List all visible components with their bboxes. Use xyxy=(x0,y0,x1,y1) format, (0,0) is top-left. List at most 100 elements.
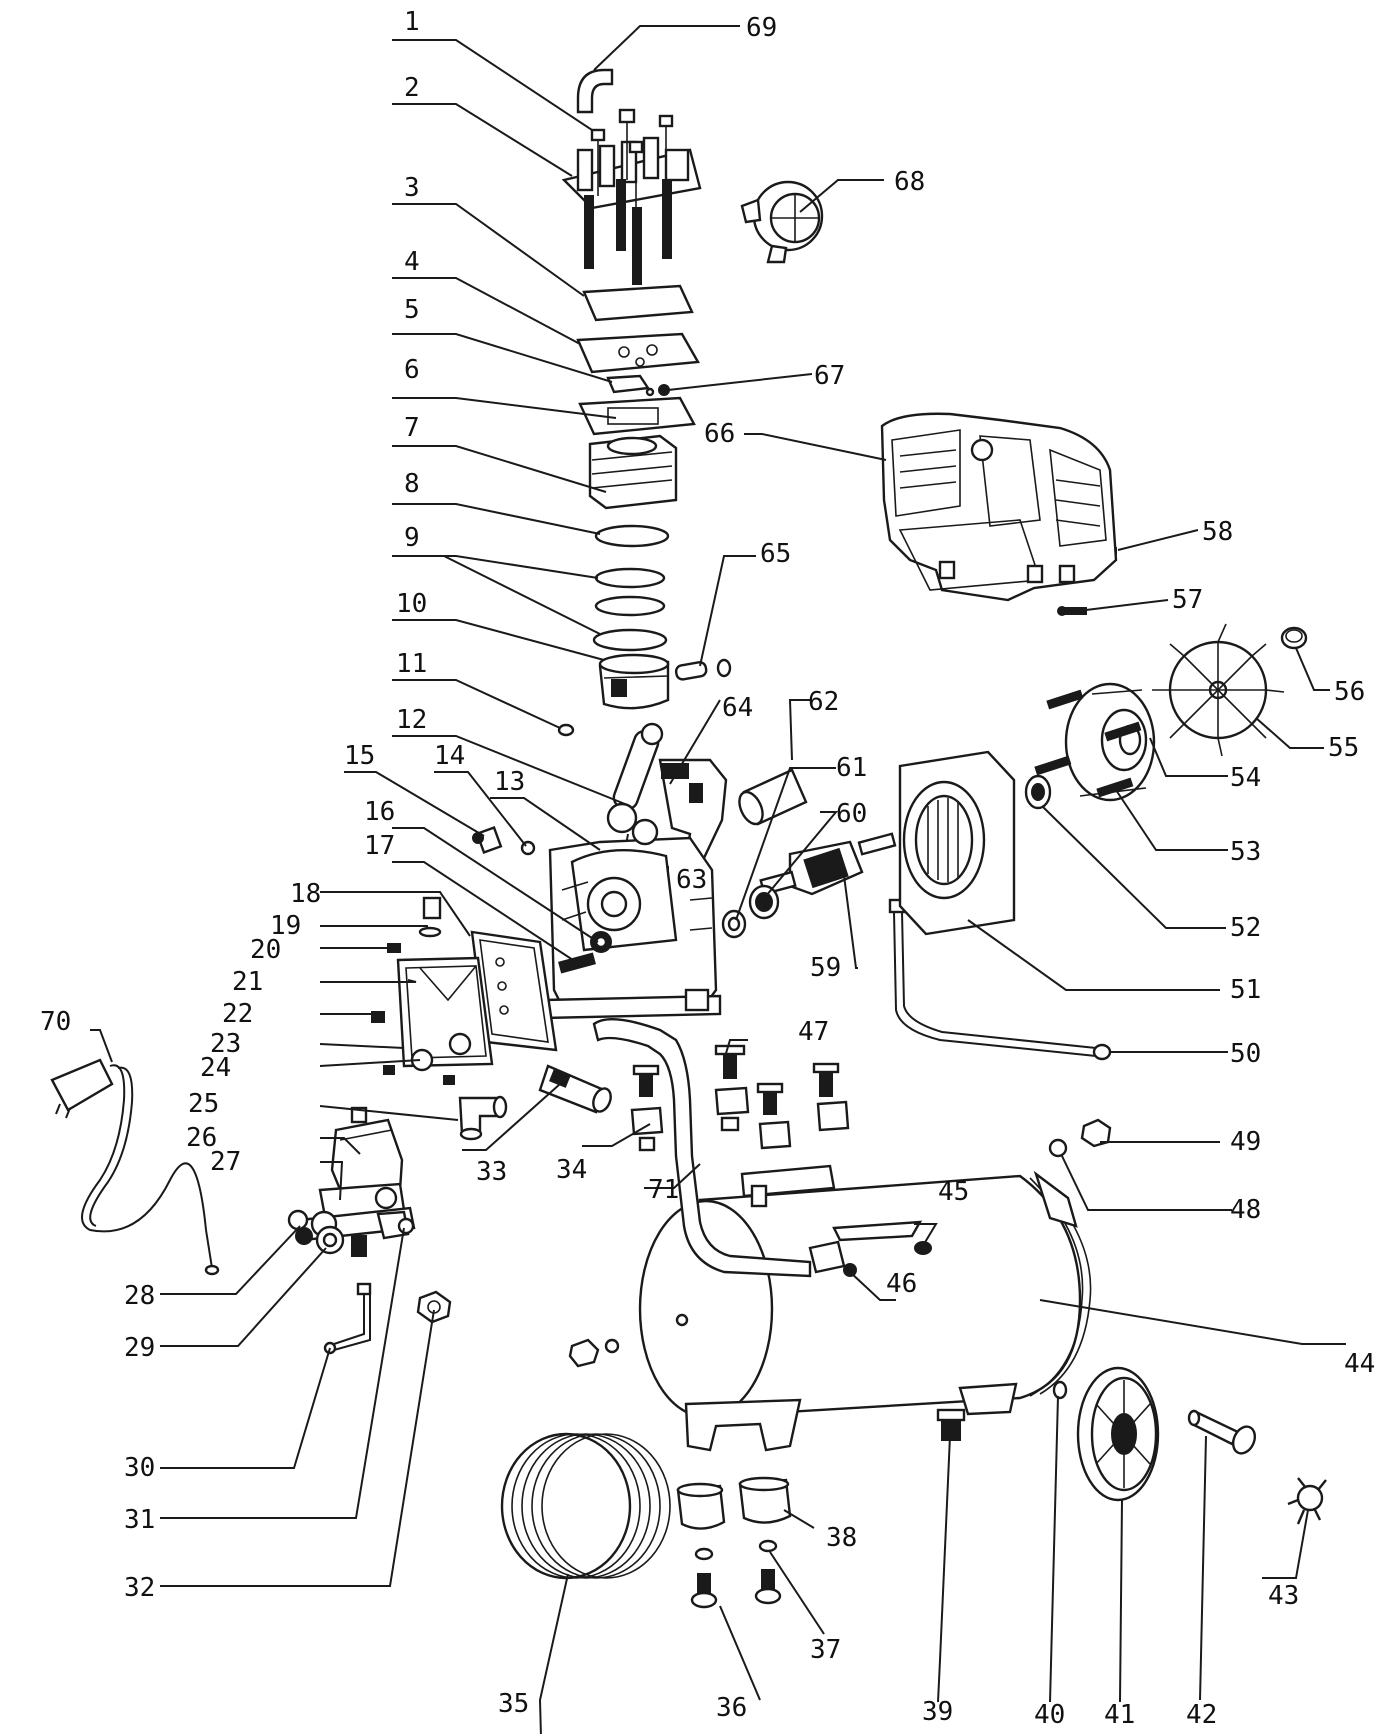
callout-label: 15 xyxy=(344,741,375,771)
callout-label: 66 xyxy=(704,419,735,449)
callout-label: 36 xyxy=(716,1693,747,1723)
callout-label: 18 xyxy=(290,879,321,909)
tank-fittings-drawing xyxy=(568,1240,932,1368)
reed-valve-drawing xyxy=(606,374,670,397)
callout-label: 69 xyxy=(746,13,777,43)
piston-rings-drawing xyxy=(592,524,670,652)
elbow-connector-drawing xyxy=(458,1095,508,1141)
motor-end-bell-drawing xyxy=(1034,682,1156,802)
callout-label: 53 xyxy=(1230,837,1261,867)
callout-label: 31 xyxy=(124,1505,155,1535)
callout-label: 57 xyxy=(1172,585,1203,615)
callout-label: 25 xyxy=(188,1089,219,1119)
callout-label: 37 xyxy=(810,1635,841,1665)
callout-label: 26 xyxy=(186,1123,217,1153)
piston-drawing xyxy=(598,653,670,710)
callout-label: 2 xyxy=(404,73,420,103)
callout-label: 10 xyxy=(396,589,427,619)
power-cord-drawing xyxy=(50,1058,220,1276)
pin-clip-drawing xyxy=(557,723,575,737)
callout-label: 9 xyxy=(404,523,420,553)
hex-nut-drawing xyxy=(416,1290,452,1324)
callout-label: 14 xyxy=(434,741,465,771)
air-hose-coil-drawing xyxy=(500,1432,671,1580)
callout-label: 41 xyxy=(1104,1700,1135,1730)
callout-label: 62 xyxy=(808,687,839,717)
check-valve-drawing xyxy=(538,1064,612,1114)
callout-label: 40 xyxy=(1034,1700,1065,1730)
callout-label: 65 xyxy=(760,539,791,569)
callout-label: 28 xyxy=(124,1281,155,1311)
star-clip-drawing xyxy=(1287,1477,1327,1525)
callout-label: 59 xyxy=(810,953,841,983)
callout-label: 34 xyxy=(556,1155,587,1185)
callout-label: 29 xyxy=(124,1333,155,1363)
callout-label: 1 xyxy=(404,7,420,37)
callout-label: 45 xyxy=(938,1177,969,1207)
callout-label: 5 xyxy=(404,295,420,325)
callout-label: 54 xyxy=(1230,763,1261,793)
callout-label: 50 xyxy=(1230,1039,1261,1069)
callout-label: 51 xyxy=(1230,975,1261,1005)
callout-label: 35 xyxy=(498,1689,529,1719)
callout-label: 68 xyxy=(894,167,925,197)
callout-label: 64 xyxy=(722,693,753,723)
motor-stator-drawing xyxy=(898,750,1016,936)
callout-label: 8 xyxy=(404,469,420,499)
drain-valve-drawing xyxy=(936,1408,966,1441)
head-gasket-drawing xyxy=(582,284,694,322)
crank-cover-drawing xyxy=(371,896,494,1085)
crankcase-drawing xyxy=(542,818,722,1020)
callout-label: 21 xyxy=(232,967,263,997)
wheel-drawing xyxy=(1076,1366,1160,1502)
callout-label: 7 xyxy=(404,413,420,443)
air-tank-drawing xyxy=(638,1164,1092,1452)
callout-label: 56 xyxy=(1334,677,1365,707)
callout-label: 52 xyxy=(1230,913,1261,943)
callout-label: 42 xyxy=(1186,1700,1217,1730)
fan-shroud-drawing xyxy=(880,412,1118,602)
cylinder-head-drawing xyxy=(561,108,702,285)
callout-label: 27 xyxy=(210,1147,241,1177)
callout-label: 46 xyxy=(886,1269,917,1299)
crank-bearing-drawing xyxy=(558,931,612,974)
callout-label: 38 xyxy=(826,1523,857,1553)
rubber-feet-drawing xyxy=(676,1476,792,1609)
capacitor-drawing xyxy=(738,768,808,826)
callout-label: 70 xyxy=(40,1007,71,1037)
callout-label: 30 xyxy=(124,1453,155,1483)
pressure-switch-drawing xyxy=(287,1106,416,1257)
callout-label: 17 xyxy=(364,831,395,861)
valve-plate-drawing xyxy=(576,332,700,374)
callout-label: 44 xyxy=(1344,1349,1375,1379)
callout-label: 3 xyxy=(404,173,420,203)
callout-label: 48 xyxy=(1230,1195,1261,1225)
callout-labels: 1 2 3 4 5 6 7 8 9 10 11 12 13 14 15 16 1… xyxy=(40,7,1375,1730)
callout-label: 12 xyxy=(396,705,427,735)
callout-label: 67 xyxy=(814,361,845,391)
part-drawings xyxy=(50,68,1327,1609)
callout-label: 22 xyxy=(222,999,253,1029)
unloader-tube-drawing xyxy=(323,1282,372,1355)
callout-label: 4 xyxy=(404,247,420,277)
callout-label: 20 xyxy=(250,935,281,965)
axle-bolt-drawing xyxy=(1187,1409,1257,1455)
callout-label: 61 xyxy=(836,753,867,783)
callout-label: 55 xyxy=(1328,733,1359,763)
small-washer-drawing xyxy=(1052,1380,1068,1400)
callout-label: 24 xyxy=(200,1053,231,1083)
callout-label: 23 xyxy=(210,1029,241,1059)
cooling-fan-drawing xyxy=(1152,623,1285,757)
callout-label: 47 xyxy=(798,1017,829,1047)
callout-label: 13 xyxy=(494,767,525,797)
callout-label: 63 xyxy=(676,865,707,895)
connecting-rod-drawing xyxy=(606,722,664,857)
callout-label: 58 xyxy=(1202,517,1233,547)
callout-label: 49 xyxy=(1230,1127,1261,1157)
mounting-bolts-drawing xyxy=(630,1044,850,1152)
callout-label: 11 xyxy=(396,649,427,679)
callout-label: 71 xyxy=(648,1175,679,1205)
leader-lines xyxy=(90,25,1346,1734)
callout-label: 6 xyxy=(404,355,420,385)
